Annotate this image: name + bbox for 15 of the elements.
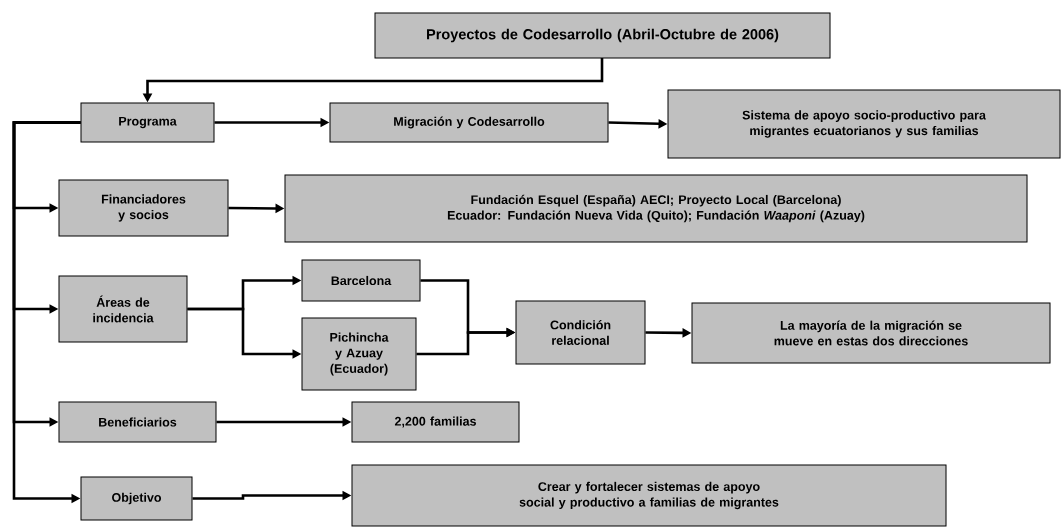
process-box: Sistema de apoyo socio-productivo para migrantes ecuatorianos y sus familias bbox=[667, 89, 1061, 159]
process-box: Condición relacional bbox=[515, 300, 646, 365]
process-box: Crear y fortalecer sistemas de apoyo social y productivo a familias de migrantes bbox=[351, 464, 947, 527]
process-box: Áreas de incidencia bbox=[58, 275, 188, 343]
process-box: Pichincha y Azuay (Ecuador) bbox=[301, 317, 417, 391]
process-box: Beneficiarios bbox=[58, 401, 217, 443]
process-box: Fundación Esquel (España) AECI; Proyecto Local (Barcelona) Ecuador: Fundación Nueva Vida (Quito); Fundación Waaponi (Azuay) bbox=[284, 174, 1028, 243]
process-box: Financiadores y socios bbox=[58, 179, 229, 237]
process-box: Barcelona bbox=[301, 259, 421, 302]
process-box: Programa bbox=[80, 102, 215, 143]
process-box: 2,200 familias bbox=[351, 401, 520, 443]
process-box: La mayoría de la migración se mueve en estas dos direcciones bbox=[691, 302, 1051, 364]
process-box: Objetivo bbox=[80, 476, 193, 521]
process-box: Migración y Codesarrollo bbox=[329, 102, 609, 143]
title-box: Proyectos de Codesarrollo (Abril-Octubre de 2006) bbox=[374, 12, 831, 59]
